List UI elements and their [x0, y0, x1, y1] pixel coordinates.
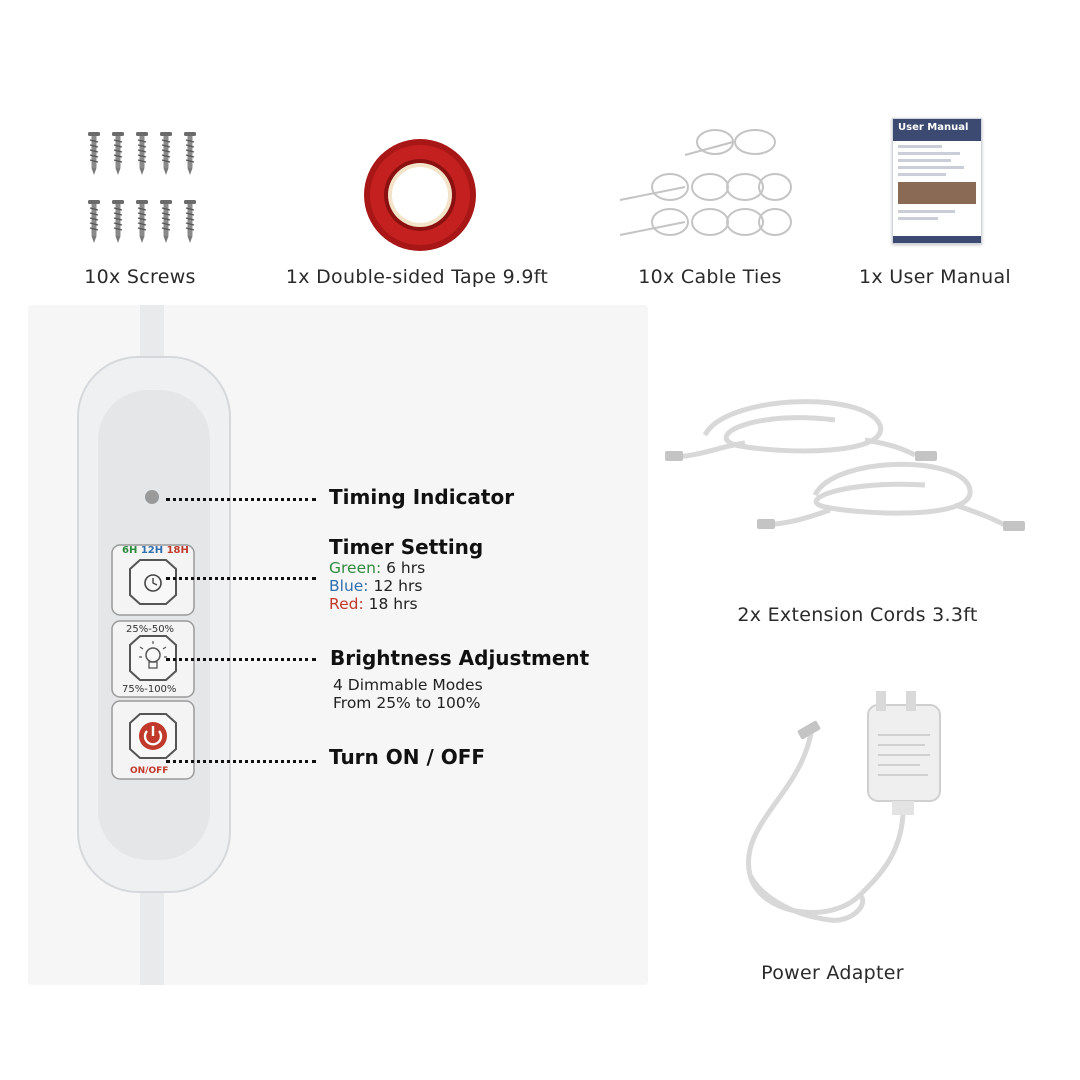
- blue-label: Blue:: [329, 577, 369, 595]
- timer-setting-leader: [166, 577, 316, 580]
- brightness-bottom-label: 75%-100%: [122, 684, 177, 695]
- power-adapter-icon: [746, 691, 941, 923]
- timer-6h-label: 6H: [122, 545, 138, 556]
- timer-hours-labels: 6H 12H 18H: [122, 545, 189, 556]
- timing-indicator-callout: Timing Indicator: [329, 485, 515, 509]
- power-callout: Turn ON / OFF: [329, 745, 486, 769]
- brightness-leader: [166, 658, 316, 661]
- screws-label: 10x Screws: [84, 266, 196, 288]
- extension-cords-icon: [665, 399, 1025, 531]
- power-button-label: ON/OFF: [130, 766, 169, 776]
- screws-icon: [87, 131, 197, 244]
- user-manual-thumbnail: User Manual: [892, 118, 982, 244]
- timer-18h-label: 18H: [166, 545, 189, 556]
- extension-cords-label: 2x Extension Cords 3.3ft: [737, 604, 978, 626]
- brightness-callout: Brightness Adjustment 4 Dimmable Modes F…: [330, 646, 589, 712]
- green-value: 6 hrs: [386, 559, 426, 577]
- red-label: Red:: [329, 595, 364, 613]
- timer-setting-title: Timer Setting: [329, 535, 484, 559]
- controller-remote: [77, 305, 231, 985]
- cable-ties-icon: [619, 129, 792, 236]
- cable-ties-label: 10x Cable Ties: [638, 266, 782, 288]
- red-value: 18 hrs: [368, 595, 418, 613]
- brightness-line-2: From 25% to 100%: [333, 694, 481, 712]
- timer-12h-label: 12H: [140, 545, 164, 556]
- power-adapter-label: Power Adapter: [761, 962, 904, 984]
- tape-label: 1x Double-sided Tape 9.9ft: [285, 266, 549, 288]
- brightness-line-1: 4 Dimmable Modes: [333, 676, 483, 694]
- user-manual-title: User Manual: [893, 119, 981, 141]
- user-manual-label: 1x User Manual: [859, 266, 1011, 288]
- timer-setting-callout: Timer Setting Green: 6 hrs Blue: 12 hrs …: [329, 535, 483, 613]
- tape-roll-icon: [364, 139, 476, 251]
- power-leader: [166, 760, 316, 763]
- blue-value: 12 hrs: [373, 577, 423, 595]
- timing-indicator-leader: [166, 498, 316, 501]
- brightness-title: Brightness Adjustment: [330, 646, 590, 670]
- green-label: Green:: [329, 559, 382, 577]
- brightness-top-label: 25%-50%: [126, 624, 175, 635]
